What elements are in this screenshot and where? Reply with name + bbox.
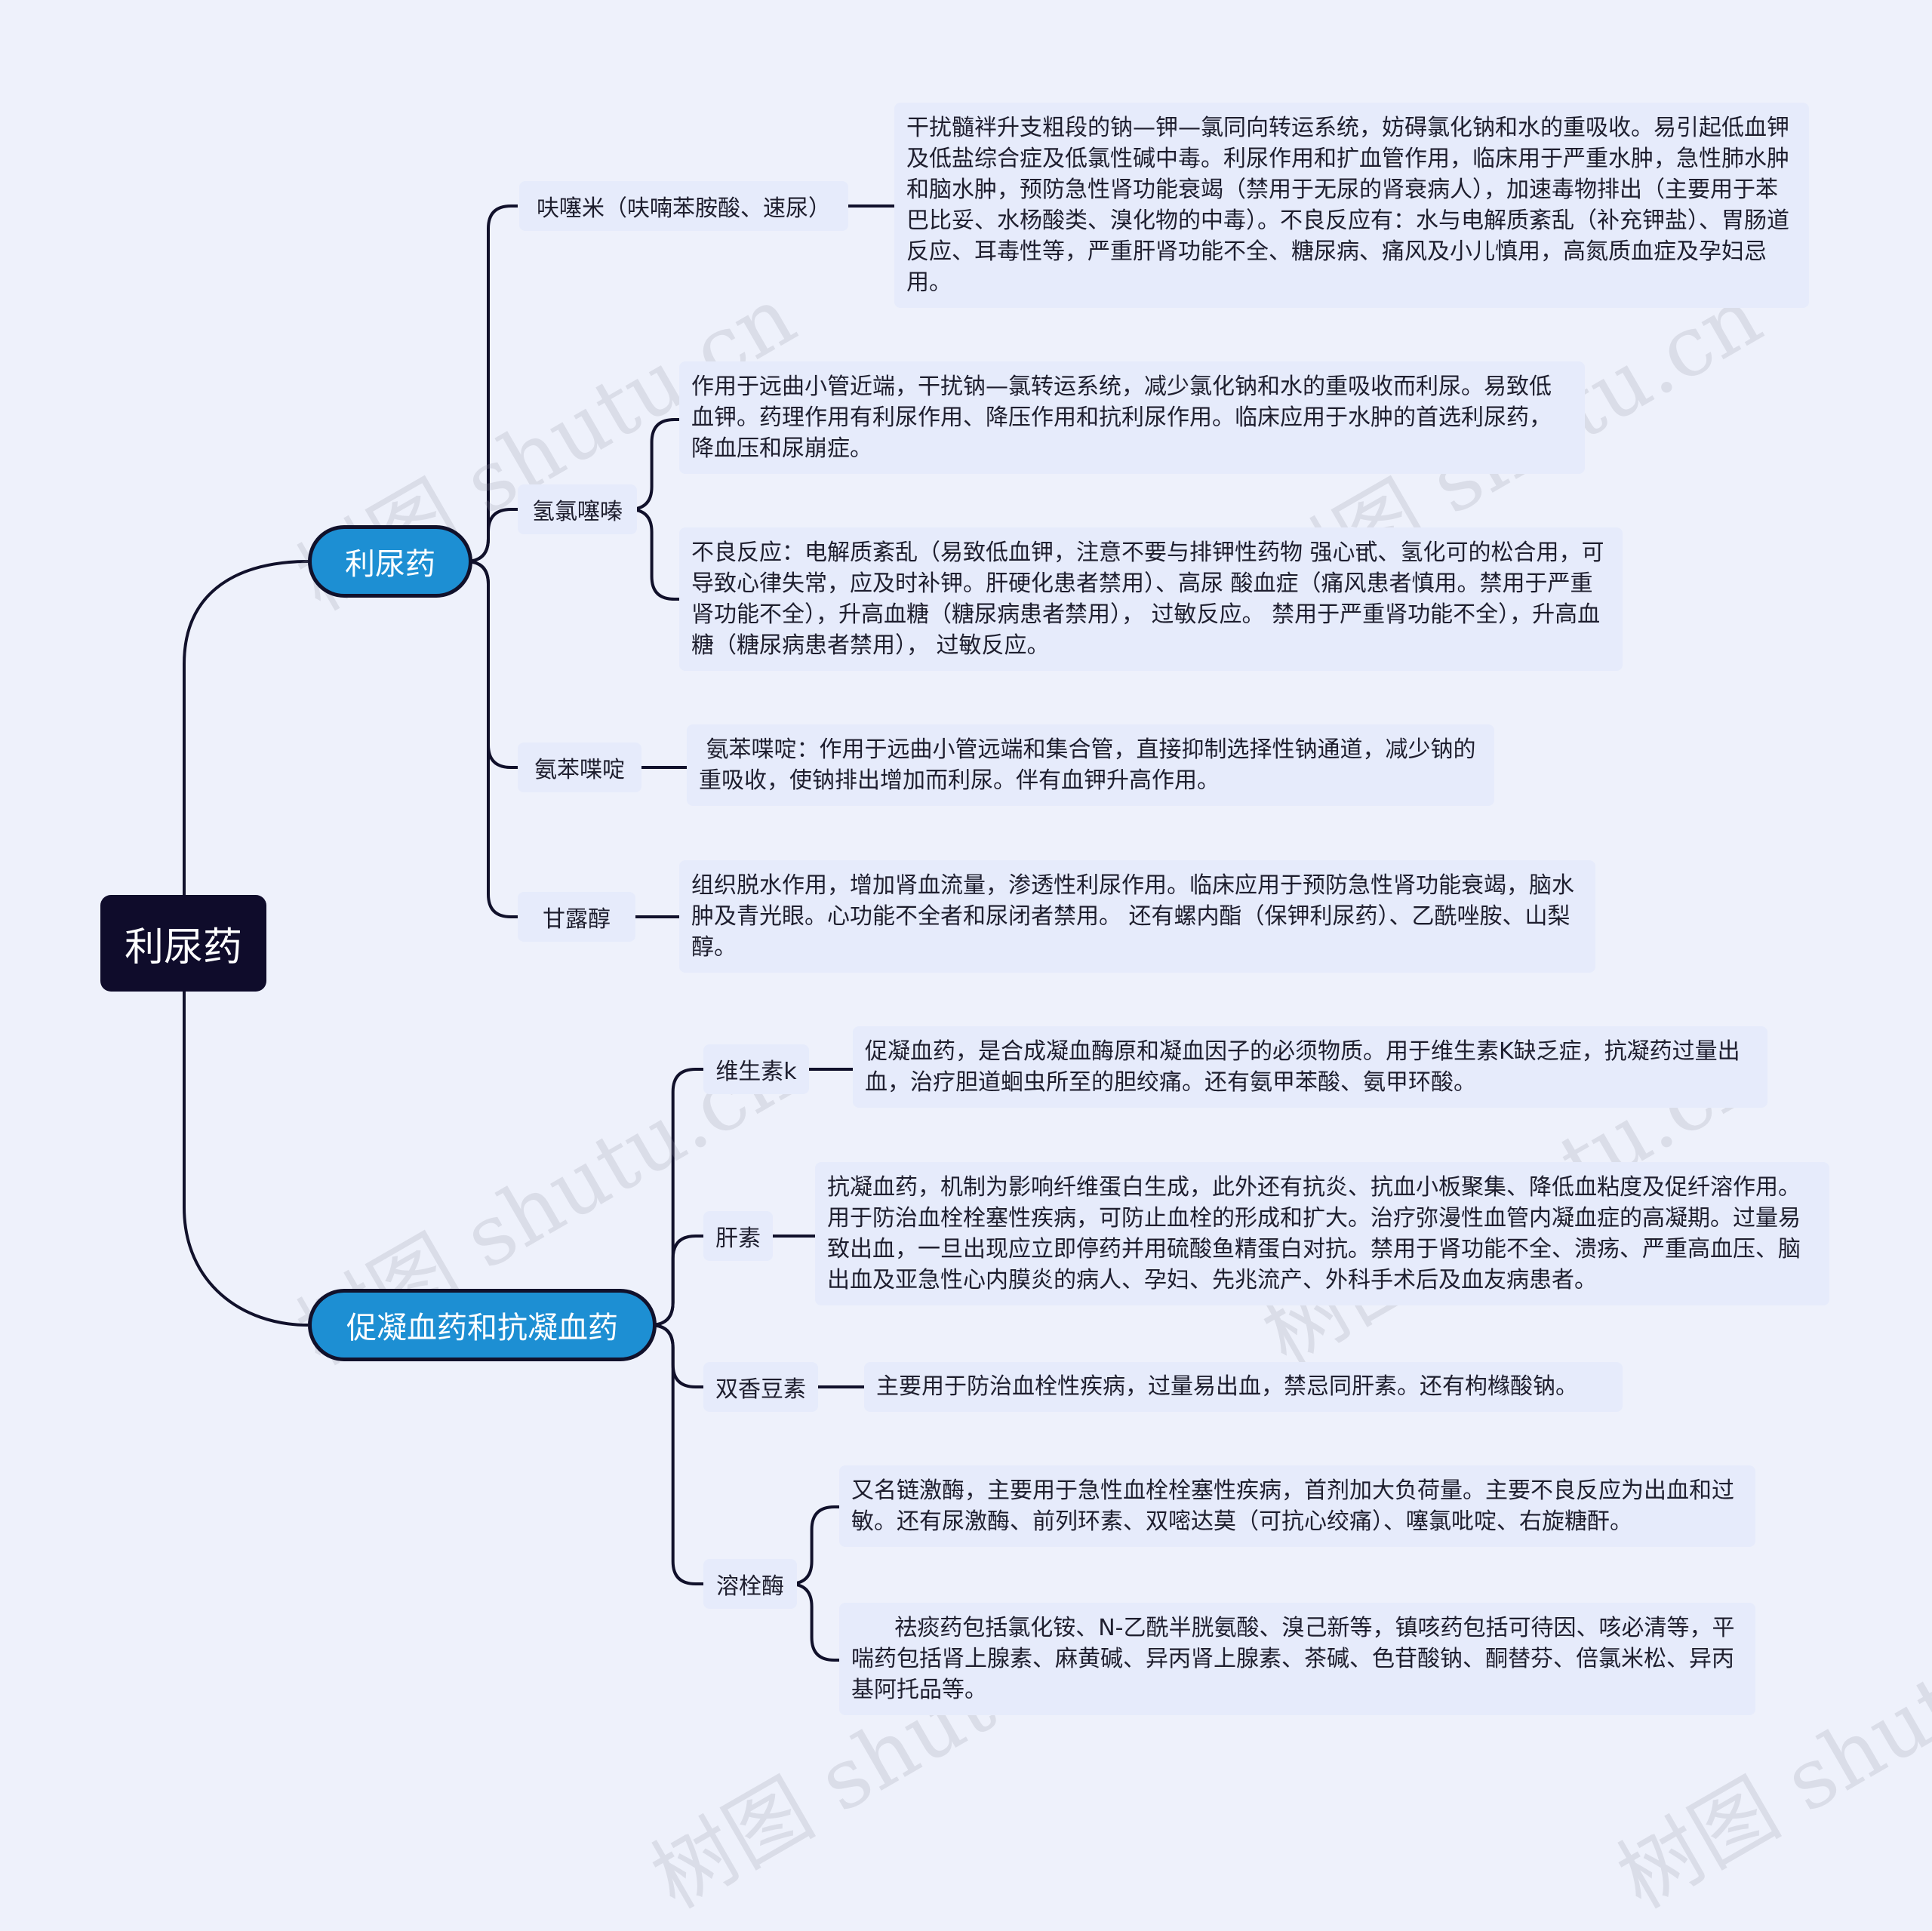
link-note-streptokinase-2 [789, 1582, 839, 1662]
note-vitamin-k: 促凝血药，是合成凝血酶原和凝血因子的必须物质。用于维生素K缺乏症，抗凝药过量出血… [853, 1026, 1767, 1108]
note-streptokinase: 又名链激酶，主要用于急性血栓栓塞性疾病，首剂加大负荷量。主要不良反应为出血和过敏… [839, 1465, 1755, 1547]
link-b2-heparin [650, 1235, 703, 1327]
link-root-branch2 [183, 992, 309, 1327]
link-b1-hctz [465, 508, 518, 563]
root-topic[interactable]: 利尿药 [100, 895, 266, 992]
note-hydrochlorothiazide-action: 作用于远曲小管近端，干扰钠—氯转运系统，减少氯化钠和水的重吸收而利尿。易致低血钾… [679, 361, 1585, 474]
link-b1-triamterene [465, 560, 518, 769]
link-b2-dicoumarol [650, 1324, 703, 1388]
note-mannitol: 组织脱水作用，增加肾血流量，渗透性利尿作用。临床应用于预防急性肾功能衰竭，脑水肿… [679, 860, 1595, 973]
note-heparin: 抗凝血药，机制为影响纤维蛋白生成，此外还有抗炎、抗血小板聚集、降低血粘度及促纤溶… [815, 1162, 1829, 1305]
subtopic-furosemide[interactable]: 呋噻米（呋喃苯胺酸、速尿） [519, 181, 848, 231]
subtopic-dicoumarol[interactable]: 双香豆素 [703, 1362, 818, 1412]
link-note-hctz-2 [629, 508, 679, 601]
subtopic-heparin[interactable]: 肝素 [703, 1211, 773, 1261]
link-b2-vitk [650, 1068, 703, 1327]
link-b2-streptokinase [650, 1324, 703, 1585]
subtopic-vitamin-k[interactable]: 维生素k [703, 1044, 809, 1094]
note-dicoumarol: 主要用于防治血栓性疾病，过量易出血，禁忌同肝素。还有枸橼酸钠。 [864, 1362, 1623, 1412]
link-b1-mannitol [465, 560, 518, 918]
subtopic-triamterene[interactable]: 氨苯喋啶 [518, 743, 641, 792]
note-expectorants: 祛痰药包括氯化铵、N-乙酰半胱氨酸、溴己新等，镇咳药包括可待因、咳必清等，平喘药… [839, 1603, 1755, 1715]
note-triamterene: 氨苯喋啶：作用于远曲小管远端和集合管，直接抑制选择性钠通道，减少钠的重吸收，使钠… [687, 724, 1494, 806]
note-furosemide: 干扰髓袢升支粗段的钠—钾—氯同向转运系统，妨碍氯化钠和水的重吸收。易引起低血钾及… [894, 103, 1809, 308]
subtopic-streptokinase[interactable]: 溶栓酶 [703, 1559, 797, 1609]
link-note-hctz-1 [629, 418, 679, 511]
link-root-branch1 [183, 560, 309, 895]
subtopic-hydrochlorothiazide[interactable]: 氢氯噻嗪 [518, 484, 637, 534]
note-hydrochlorothiazide-adverse: 不良反应：电解质紊乱（易致低血钾，注意不要与排钾性药物 强心甙、氢化可的松合用，… [679, 527, 1623, 671]
branch-diuretics[interactable]: 利尿药 [308, 525, 472, 598]
subtopic-mannitol[interactable]: 甘露醇 [518, 892, 635, 942]
branch-coagulants[interactable]: 促凝血药和抗凝血药 [308, 1289, 657, 1361]
connector-lines [183, 204, 894, 1662]
link-note-streptokinase-1 [789, 1505, 839, 1585]
